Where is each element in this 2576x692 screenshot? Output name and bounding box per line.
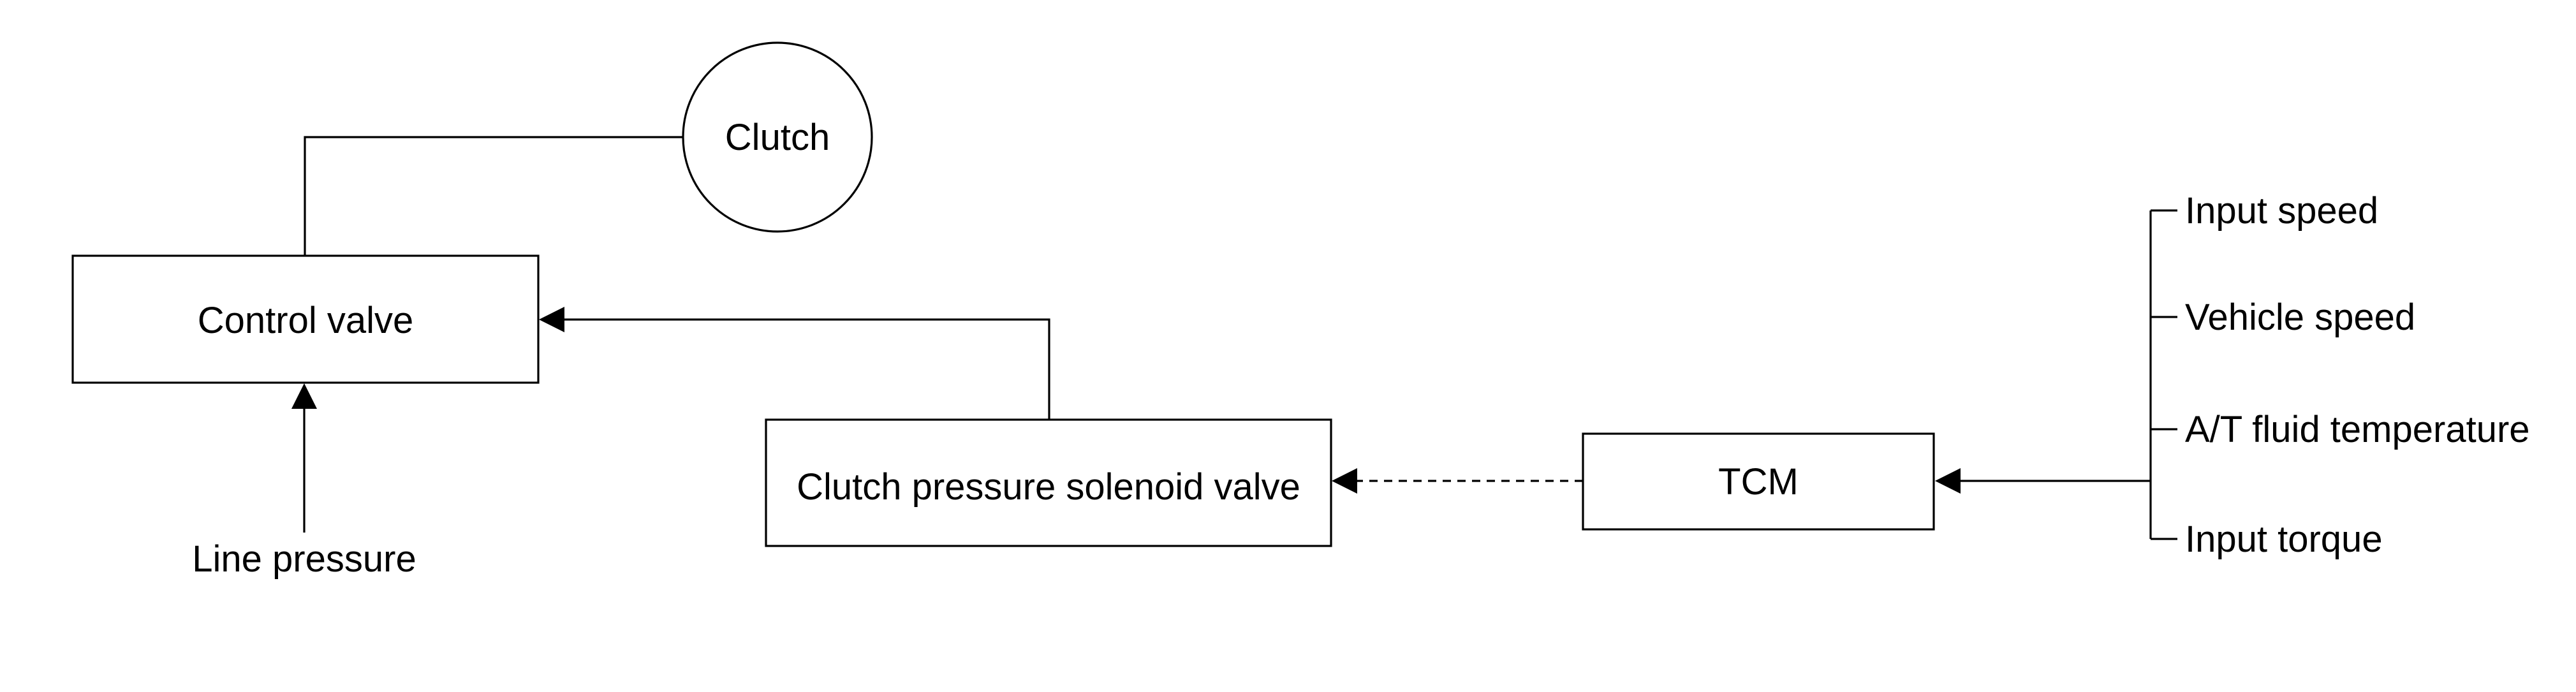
tcm-label: TCM [1718, 461, 1799, 503]
input-label-fluid-temperature: A/T fluid temperature [2185, 409, 2530, 450]
arrowhead-into-tcm [1935, 468, 1961, 494]
solenoid-valve-box [765, 418, 1332, 547]
tcm-box [1582, 432, 1935, 531]
clutch-circle [682, 41, 873, 233]
line-pressure-label: Line pressure [192, 538, 416, 580]
arrowhead-into-solenoid-valve [1332, 468, 1357, 494]
clutch-label: Clutch [725, 117, 830, 158]
clutch-node: Clutch [682, 41, 873, 233]
connector-solenoid-to-control-valve [564, 318, 1050, 420]
control-valve-node: Control valve [71, 254, 540, 384]
arrowhead-into-control-valve-right [539, 307, 564, 332]
control-valve-label: Control valve [198, 300, 413, 341]
solenoid-valve-label: Clutch pressure solenoid valve [797, 466, 1300, 508]
control-valve-box [71, 254, 540, 384]
tcm-node: TCM [1582, 432, 1935, 531]
input-label-input-torque: Input torque [2185, 519, 2383, 560]
arrowhead-into-control-valve-bottom [291, 383, 317, 409]
solenoid-valve-node: Clutch pressure solenoid valve [765, 418, 1332, 547]
input-label-input-speed: Input speed [2185, 190, 2378, 232]
connector-control-valve-to-clutch [304, 136, 683, 256]
input-label-vehicle-speed: Vehicle speed [2185, 297, 2415, 338]
